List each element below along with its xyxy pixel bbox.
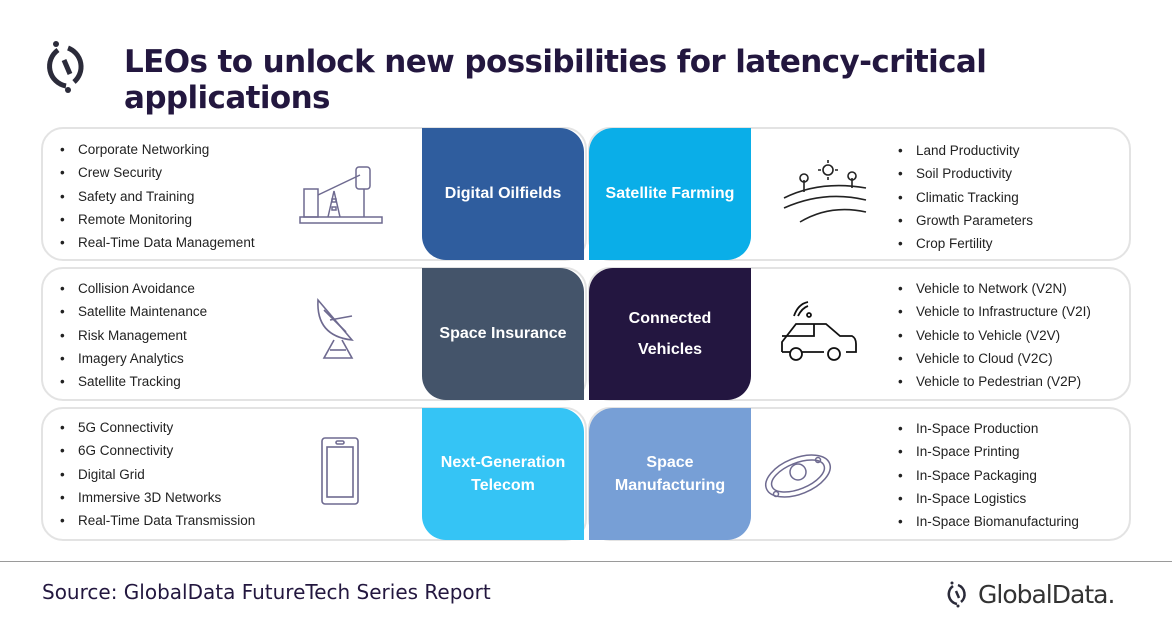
list-item: Satellite Tracking [46, 370, 207, 394]
tile-label-line2: Manufacturing [614, 477, 726, 494]
list-item: Real-Time Data Management [46, 231, 255, 255]
tile-label-line2: Vehicles [637, 341, 703, 358]
orbit-icon [765, 454, 831, 498]
list-item: Satellite Maintenance [46, 300, 207, 324]
space-insurance-list: Collision Avoidance Satellite Maintenanc… [46, 277, 207, 394]
next-generation-telecom-list: 5G Connectivity 6G Connectivity Digital … [46, 416, 255, 533]
list-item: Vehicle to Network (V2N) [884, 277, 1091, 301]
list-item: Collision Avoidance [46, 277, 207, 301]
globaldata-logo-icon [47, 41, 84, 93]
tile-satellite-farming: Satellite Farming [589, 128, 751, 260]
tile-label-line1: Next-Generation [440, 454, 566, 471]
mobile-device-icon [321, 437, 359, 505]
connected-car-icon [781, 301, 857, 361]
farm-field-icon [783, 160, 867, 223]
list-item: 6G Connectivity [46, 439, 255, 463]
globaldata-brand: GlobalData. [944, 576, 1115, 612]
list-item: Safety and Training [46, 185, 255, 209]
tile-next-generation-telecom: Next-Generation Telecom [422, 408, 584, 540]
oil-pump-icon [299, 166, 383, 224]
list-item: In-Space Printing [884, 440, 1079, 464]
list-item: Vehicle to Infrastructure (V2I) [884, 300, 1091, 324]
tile-label: Digital Oilfields [444, 185, 562, 203]
list-item: Imagery Analytics [46, 347, 207, 371]
list-item: Digital Grid [46, 463, 255, 487]
satellite-dish-icon [317, 297, 354, 359]
tile-space-insurance: Space Insurance [422, 268, 584, 400]
footer-divider [0, 561, 1172, 562]
list-item: Vehicle to Pedestrian (V2P) [884, 370, 1091, 394]
source-note: Source: GlobalData FutureTech Series Rep… [42, 580, 491, 604]
page-title: LEOs to unlock new possibilities for lat… [124, 44, 987, 116]
tile-label-line2: Telecom [471, 477, 535, 494]
tile-label-line1: Connected [628, 310, 712, 327]
list-item: Remote Monitoring [46, 208, 255, 232]
digital-oilfields-list: Corporate Networking Crew Security Safet… [46, 138, 255, 255]
list-item: Growth Parameters [884, 209, 1033, 233]
tile-label-line1: Space [646, 454, 694, 471]
list-item: Land Productivity [884, 139, 1033, 163]
list-item: Real-Time Data Transmission [46, 509, 255, 533]
tile-connected-vehicles: Connected Vehicles [589, 268, 751, 400]
tile-label: Space Insurance [439, 325, 567, 343]
tile-space-manufacturing: Space Manufacturing [589, 408, 751, 540]
list-item: Corporate Networking [46, 138, 255, 162]
globaldata-logo-icon [947, 581, 966, 608]
list-item: Soil Productivity [884, 162, 1033, 186]
satellite-farming-list: Land Productivity Soil Productivity Clim… [884, 139, 1033, 256]
list-item: In-Space Production [884, 417, 1079, 441]
list-item: Vehicle to Vehicle (V2V) [884, 324, 1091, 348]
list-item: Risk Management [46, 324, 207, 348]
list-item: In-Space Biomanufacturing [884, 510, 1079, 534]
brand-name: GlobalData. [978, 579, 1115, 609]
list-item: 5G Connectivity [46, 416, 255, 440]
tile-digital-oilfields: Digital Oilfields [422, 128, 584, 260]
list-item: Crop Fertility [884, 232, 1033, 256]
connected-vehicles-list: Vehicle to Network (V2N) Vehicle to Infr… [884, 277, 1091, 394]
list-item: Climatic Tracking [884, 186, 1033, 210]
tile-label: Satellite Farming [605, 185, 735, 203]
space-manufacturing-list: In-Space Production In-Space Printing In… [884, 417, 1079, 534]
list-item: Immersive 3D Networks [46, 486, 255, 510]
list-item: In-Space Logistics [884, 487, 1079, 511]
list-item: Crew Security [46, 161, 255, 185]
list-item: In-Space Packaging [884, 464, 1079, 488]
list-item: Vehicle to Cloud (V2C) [884, 347, 1091, 371]
